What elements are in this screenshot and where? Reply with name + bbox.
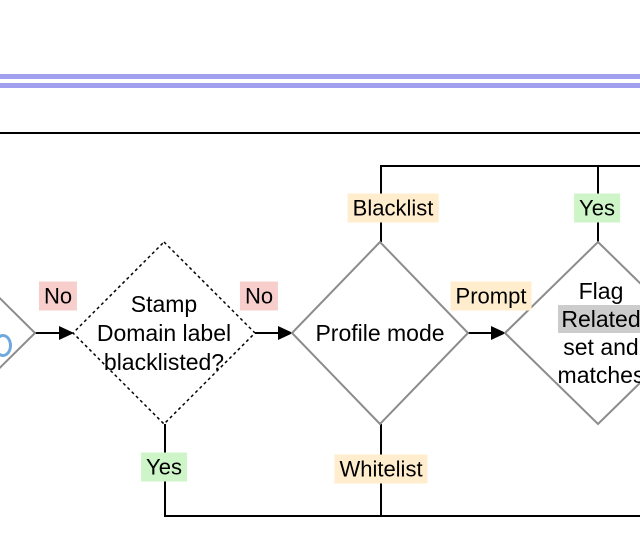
diamond-offscreen-left [0, 296, 37, 370]
arrowhead-1 [59, 326, 74, 340]
node-label-profile-mode: Profile mode [292, 242, 468, 424]
diamond-flag-related [503, 240, 640, 426]
arrowhead-3 [491, 326, 506, 340]
clipped-node-text-fragment [0, 334, 12, 357]
node-label-line: set and [563, 334, 639, 360]
edge-label-no-right: No [239, 281, 279, 311]
edge-label-whitelist: Whitelist [334, 454, 428, 484]
purple-divider-line-2 [0, 83, 640, 88]
edge-label-no-left: No [38, 281, 78, 311]
node-label-line: matches [557, 362, 640, 388]
node-label-line: Domain label [96, 319, 232, 346]
node-label-line: Profile mode [315, 319, 445, 346]
node-label-line-highlighted: Related [558, 305, 640, 333]
node-label-line: Stamp [130, 290, 198, 317]
node-label-flag-related: Flag Related set and matches [508, 248, 640, 418]
arrowhead-2 [278, 326, 293, 340]
diamond-stamp-domain-blacklisted [71, 240, 257, 426]
edge-label-prompt: Prompt [450, 281, 532, 311]
edge-label-yes-bottom: Yes [141, 452, 187, 482]
diamond-profile-mode [290, 240, 470, 426]
node-label-stamp: Stamp Domain label blacklisted? [73, 247, 255, 419]
edge-label-blacklist: Blacklist [347, 193, 439, 223]
edge-label-yes-top: Yes [574, 193, 620, 223]
node-label-line: blacklisted? [103, 348, 225, 375]
node-label-line: Flag [578, 278, 624, 304]
purple-divider-line-1 [0, 74, 640, 79]
black-divider-line [0, 132, 640, 134]
arrowheads [59, 326, 506, 340]
